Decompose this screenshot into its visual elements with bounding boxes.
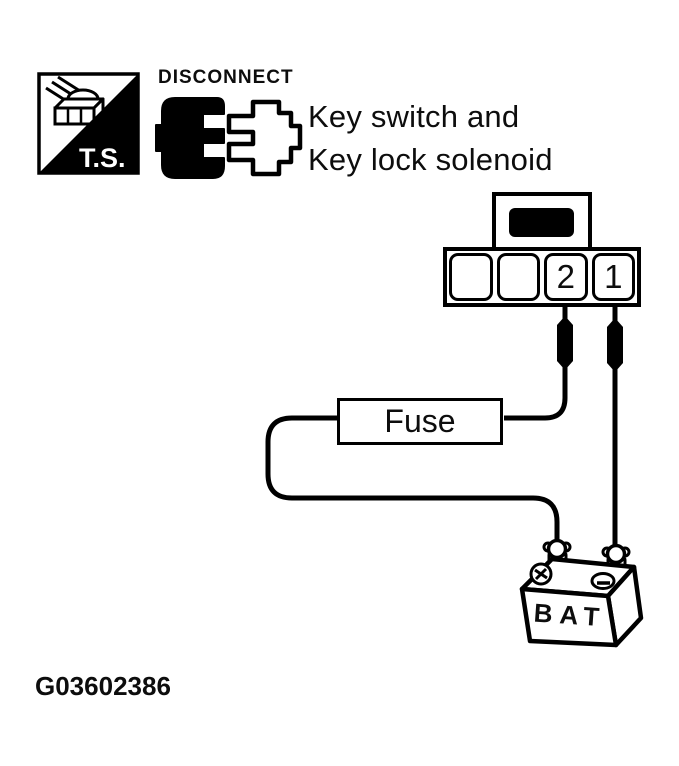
- connector-pin-cell: [496, 253, 540, 301]
- diagram-title: Key switch and Key lock solenoid: [308, 95, 553, 181]
- terminal-mark-pin2: [557, 316, 573, 370]
- ts-badge-label: T.S.: [79, 143, 126, 173]
- connector-pin-cell: [449, 253, 493, 301]
- connector-female-half-icon: [155, 97, 225, 179]
- ts-badge-triangle: [40, 75, 137, 172]
- diagram-title-line2: Key lock solenoid: [308, 142, 553, 177]
- connector-male-half-icon: [226, 99, 303, 177]
- connector-housing-top: [492, 192, 592, 251]
- figure-id: G03602386: [35, 671, 171, 701]
- fuse-box: Fuse: [337, 398, 503, 445]
- wire-fuse-to-battery: [265, 415, 560, 549]
- fuse-label: Fuse: [384, 403, 456, 439]
- battery-negative-mark: [590, 572, 616, 590]
- battery-front-face: [519, 586, 619, 648]
- connector-latch-bar: [509, 208, 574, 237]
- battery: [519, 538, 644, 648]
- connector-pin-cell-2: 2: [544, 253, 588, 301]
- battery-label: BAT: [532, 597, 608, 633]
- battery-positive-mark: [529, 562, 553, 586]
- disconnect-connector-icon: [155, 97, 303, 179]
- wire-pin2-to-fuse: [504, 303, 568, 421]
- disconnect-label: DISCONNECT: [158, 67, 294, 88]
- diagram-title-line1: Key switch and: [308, 99, 520, 134]
- terminal-mark-pin1: [607, 318, 623, 372]
- ts-test-badge: T.S.: [37, 72, 140, 175]
- connector-pin-cell-1: 1: [591, 253, 635, 301]
- connector-pin-row: 2 1: [443, 247, 641, 307]
